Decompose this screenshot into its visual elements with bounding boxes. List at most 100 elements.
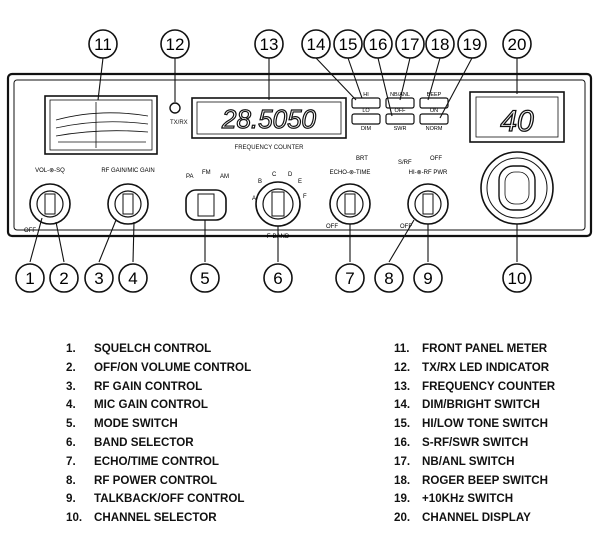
callout-5: 5 bbox=[190, 263, 220, 293]
legend-item-12: 12.TX/RX LED INDICATOR bbox=[394, 360, 550, 374]
frequency-counter: 28.5050 FREQUENCY COUNTER bbox=[191, 97, 347, 151]
callout-1: 1 bbox=[15, 263, 45, 293]
radio-body-inner bbox=[13, 79, 586, 231]
svg-text:1: 1 bbox=[25, 269, 34, 288]
volume-squelch-knob[interactable] bbox=[29, 183, 71, 225]
callout-17: 17 bbox=[395, 29, 425, 59]
legend-item-4: 4.MIC GAIN CONTROL bbox=[66, 398, 208, 412]
rf-power-label: HI-⊗-RF PWR bbox=[409, 170, 448, 176]
callout-18: 18 bbox=[425, 29, 455, 59]
legend-right-column: 11.FRONT PANEL METER 12.TX/RX LED INDICA… bbox=[394, 340, 555, 528]
svg-text:20: 20 bbox=[508, 35, 527, 54]
hi-lo-switch[interactable] bbox=[351, 97, 381, 109]
svg-text:17: 17 bbox=[401, 35, 420, 54]
callout-19: 19 bbox=[457, 29, 487, 59]
callout-6: 6 bbox=[263, 263, 293, 293]
callout-20: 20 bbox=[502, 29, 532, 59]
svg-text:10: 10 bbox=[508, 269, 527, 288]
svg-text:13: 13 bbox=[260, 35, 279, 54]
svg-text:5: 5 bbox=[200, 269, 209, 288]
legend-item-9: 9.TALKBACK/OFF CONTROL bbox=[66, 492, 245, 506]
band-label-e: E bbox=[298, 179, 302, 185]
front-panel-meter bbox=[44, 95, 158, 155]
switch-label-swr: SWR bbox=[394, 126, 407, 132]
callout-10: 10 bbox=[502, 263, 532, 293]
rf-power-knob[interactable] bbox=[407, 183, 449, 225]
svg-text:4: 4 bbox=[128, 269, 137, 288]
band-label-c: C bbox=[272, 172, 277, 178]
svg-text:11: 11 bbox=[94, 35, 112, 54]
s-rf-label: S/RF bbox=[398, 160, 412, 166]
legend-item-15: 15.HI/LOW TONE SWITCH bbox=[394, 417, 549, 431]
dim-switch[interactable] bbox=[351, 113, 381, 125]
legend-item-8: 8.RF POWER CONTROL bbox=[66, 473, 218, 487]
legend-item-11: 11.FRONT PANEL METER bbox=[394, 342, 548, 355]
switch-label-hi: HI bbox=[363, 92, 369, 98]
switch-label-dim: DIM bbox=[361, 126, 372, 132]
brt-label: BRT bbox=[356, 156, 368, 162]
callout-12: 12 bbox=[160, 29, 190, 59]
band-label-a: A bbox=[252, 196, 256, 202]
off-label-echo: OFF bbox=[326, 224, 338, 230]
channel-readout: 40 bbox=[500, 105, 534, 138]
band-selector-knob[interactable] bbox=[255, 181, 301, 227]
beep-switch[interactable] bbox=[419, 97, 449, 109]
callout-16: 16 bbox=[363, 29, 393, 59]
callout-9: 9 bbox=[413, 263, 443, 293]
channel-display: 40 bbox=[469, 91, 565, 143]
tx-rx-led: TX/RX bbox=[169, 102, 188, 126]
svg-text:3: 3 bbox=[94, 269, 103, 288]
callout-11: 11 bbox=[88, 29, 118, 59]
switch-label-off: OFF bbox=[395, 108, 407, 114]
switch-label-lo: LO bbox=[362, 108, 370, 114]
svg-text:7: 7 bbox=[345, 269, 354, 288]
frequency-readout: 28.5050 bbox=[221, 104, 317, 134]
off-label-top: OFF bbox=[430, 156, 442, 162]
mode-label-fm: FM bbox=[202, 170, 211, 176]
svg-text:12: 12 bbox=[166, 35, 185, 54]
legend-item-19: 19.+10KHz SWITCH bbox=[394, 492, 514, 506]
svg-text:8: 8 bbox=[384, 269, 393, 288]
svg-text:16: 16 bbox=[369, 35, 388, 54]
svg-text:6: 6 bbox=[273, 269, 282, 288]
legend-item-7: 7.ECHO/TIME CONTROL bbox=[66, 454, 219, 468]
frequency-counter-label: FREQUENCY COUNTER bbox=[235, 145, 305, 151]
svg-text:18: 18 bbox=[431, 35, 450, 54]
echo-time-knob[interactable] bbox=[329, 183, 371, 225]
legend-item-10: 10.CHANNEL SELECTOR bbox=[66, 511, 217, 525]
bottom-leader-lines bbox=[29, 217, 518, 263]
callout-13: 13 bbox=[254, 29, 284, 59]
mode-switch[interactable] bbox=[185, 189, 227, 221]
callout-14: 14 bbox=[301, 29, 331, 59]
band-label-d: D bbox=[288, 172, 293, 178]
legend-item-20: 20.CHANNEL DISPLAY bbox=[394, 511, 531, 525]
legend-item-13: 13.FREQUENCY COUNTER bbox=[394, 379, 556, 393]
off-label-left: OFF bbox=[24, 228, 36, 234]
svg-text:15: 15 bbox=[339, 35, 358, 54]
switch-label-on: ON bbox=[430, 108, 438, 114]
legend-item-5: 5.MODE SWITCH bbox=[66, 417, 178, 431]
legend-item-3: 3.RF GAIN CONTROL bbox=[66, 379, 203, 393]
rf-mic-gain-knob[interactable] bbox=[107, 183, 149, 225]
legend-item-18: 18.ROGER BEEP SWITCH bbox=[394, 473, 549, 487]
band-label-f: F bbox=[303, 194, 307, 200]
plus10-switch[interactable] bbox=[419, 113, 449, 125]
legend-item-1: 1.SQUELCH CONTROL bbox=[66, 342, 212, 355]
legend-left-column: 1.SQUELCH CONTROL 2.OFF/ON VOLUME CONTRO… bbox=[66, 340, 251, 528]
legend: 1.SQUELCH CONTROL 2.OFF/ON VOLUME CONTRO… bbox=[0, 340, 610, 540]
mode-label-pa: PA bbox=[186, 174, 194, 180]
switch-label-nb-anl: NB/ANL bbox=[390, 92, 410, 98]
svg-text:9: 9 bbox=[423, 269, 432, 288]
callout-2: 2 bbox=[49, 263, 79, 293]
off-label-power: OFF bbox=[400, 224, 412, 230]
callout-3: 3 bbox=[84, 263, 114, 293]
echo-label: ECHO-⊗-TIME bbox=[330, 170, 371, 176]
callout-7: 7 bbox=[335, 263, 365, 293]
channel-selector-knob[interactable] bbox=[480, 151, 554, 225]
swr-switch[interactable] bbox=[385, 113, 415, 125]
switch-group: HI LO DIM SWR NB/ANL OFF NORM BEEP ON bbox=[351, 92, 449, 132]
callout-8: 8 bbox=[374, 263, 404, 293]
callout-15: 15 bbox=[333, 29, 363, 59]
mode-label-am: AM bbox=[220, 174, 229, 180]
legend-item-16: 16.S-RF/SWR SWITCH bbox=[394, 435, 529, 449]
